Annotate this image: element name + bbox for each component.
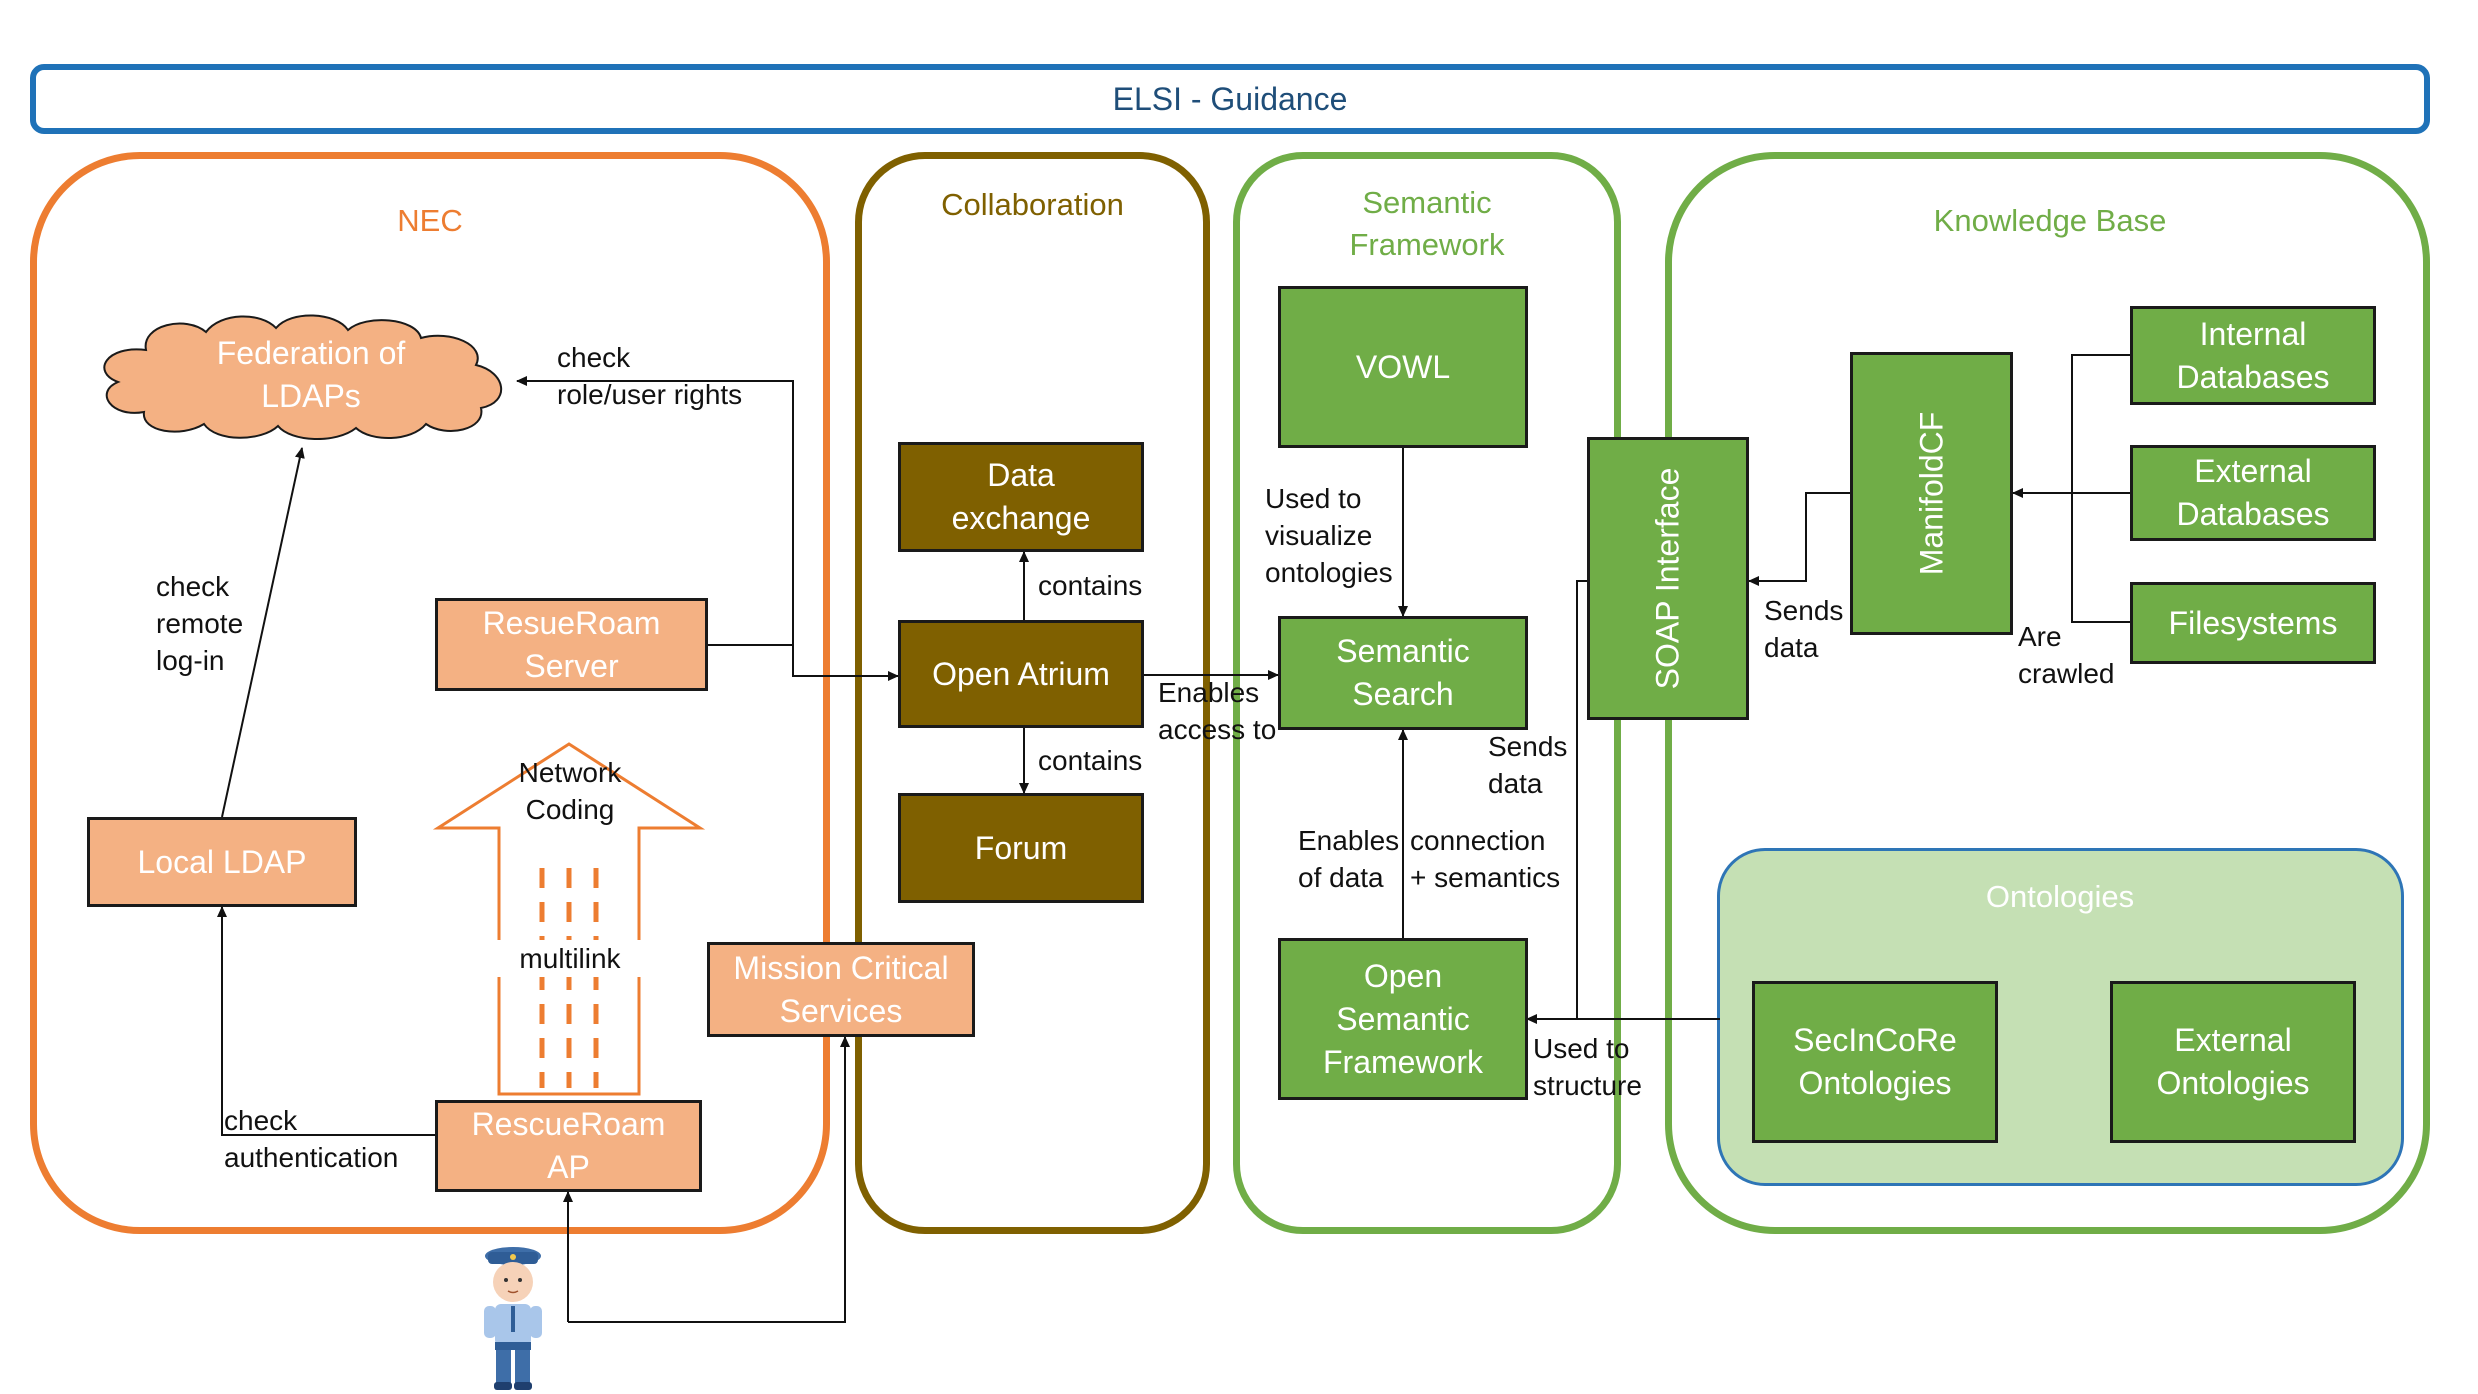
sends-data-label-2: Sends data bbox=[1764, 595, 1844, 663]
forum-node[interactable]: Forum bbox=[898, 793, 1144, 903]
mission-critical-services-node[interactable]: Mission Critical Services bbox=[707, 942, 975, 1037]
check-role-label: check role/user rights bbox=[557, 342, 743, 410]
are-crawled-label: Are crawled bbox=[2018, 621, 2115, 689]
soap-to-osf-connector bbox=[1526, 580, 1587, 1024]
semantic-search-label: Semantic Search bbox=[1336, 633, 1470, 712]
vowl-label: VOWL bbox=[1355, 348, 1451, 385]
server-to-atrium-connector bbox=[708, 644, 899, 681]
internal-databases-label: Internal Databases bbox=[2176, 315, 2330, 395]
secincore-ontologies-node[interactable]: SecInCoRe Ontologies bbox=[1752, 981, 1998, 1143]
internal-databases-node[interactable]: Internal Databases bbox=[2130, 306, 2376, 405]
manifoldcf-node[interactable]: ManifoldCF bbox=[1850, 352, 2013, 635]
federation-cloud-shape bbox=[103, 314, 502, 440]
elsi-guidance-banner: ELSI - Guidance bbox=[30, 64, 2430, 134]
banner-label: ELSI - Guidance bbox=[1112, 80, 1348, 117]
secincore-ontologies-label: SecInCoRe Ontologies bbox=[1793, 1022, 1957, 1101]
mission-critical-label: Mission Critical Services bbox=[733, 949, 949, 1029]
check-auth-connector bbox=[217, 906, 435, 1136]
external-ontologies-node[interactable]: External Ontologies bbox=[2110, 981, 2356, 1143]
check-remote-connector bbox=[221, 447, 305, 818]
vowl-node[interactable]: VOWL bbox=[1278, 286, 1528, 448]
semantic-search-node[interactable]: Semantic Search bbox=[1278, 616, 1528, 730]
data-exchange-label: Data exchange bbox=[951, 457, 1091, 536]
resueroam-server-label: ResueRoam Server bbox=[482, 604, 661, 684]
network-coding-arrow bbox=[432, 742, 706, 1096]
filesystems-node[interactable]: Filesystems bbox=[2130, 582, 2376, 664]
ontologies-title: Ontologies bbox=[1985, 879, 2135, 914]
data-exchange-node[interactable]: Data exchange bbox=[898, 442, 1144, 552]
collaboration-group bbox=[855, 152, 1210, 1234]
external-ontologies-label: External Ontologies bbox=[2156, 1022, 2310, 1101]
local-ldap-label: Local LDAP bbox=[137, 843, 307, 880]
knowledge-base-title: Knowledge Base bbox=[1933, 203, 2167, 238]
check-auth-label: check authentication bbox=[224, 1105, 399, 1173]
semantic-framework-title: Semantic Framework bbox=[1349, 185, 1505, 262]
local-ldap-node[interactable]: Local LDAP bbox=[87, 817, 357, 907]
open-atrium-node[interactable]: Open Atrium bbox=[898, 620, 1144, 728]
used-to-visualize-label: Used to visualize ontologies bbox=[1265, 483, 1393, 588]
check-role-connector bbox=[516, 376, 794, 645]
network-coding-label: Network Coding bbox=[518, 757, 622, 825]
used-to-structure-label: Used to structure bbox=[1533, 1033, 1642, 1101]
enables-access-label: Enables access to bbox=[1158, 677, 1277, 745]
federation-of-ldaps: Federation of LDAPs bbox=[216, 335, 406, 414]
enables-of-data-label: Enables of data bbox=[1298, 825, 1400, 893]
nec-group bbox=[30, 152, 830, 1234]
police-officer-icon bbox=[484, 1247, 542, 1390]
open-semantic-framework-node[interactable]: Open Semantic Framework bbox=[1278, 938, 1528, 1100]
manifoldcf-label: ManifoldCF bbox=[1913, 411, 1950, 576]
check-remote-label: check remote log-in bbox=[156, 571, 244, 676]
resueroam-server-node[interactable]: ResueRoam Server bbox=[435, 598, 708, 691]
user-to-mission-connector bbox=[568, 1036, 850, 1323]
contains-label-1: contains bbox=[1038, 570, 1143, 601]
open-atrium-label: Open Atrium bbox=[932, 655, 1110, 692]
multilink-label: multilink bbox=[495, 940, 645, 977]
rescueroam-ap-label: RescueRoam AP bbox=[471, 1106, 666, 1185]
open-semantic-framework-label: Open Semantic Framework bbox=[1322, 957, 1483, 1080]
external-databases-node[interactable]: External Databases bbox=[2130, 445, 2376, 541]
contains-label-2: contains bbox=[1038, 745, 1143, 776]
connection-semantics-label: connection + semantics bbox=[1410, 825, 1561, 893]
soap-interface-label: SOAP Interface bbox=[1649, 467, 1686, 690]
forum-label: Forum bbox=[974, 829, 1068, 866]
external-databases-label: External Databases bbox=[2176, 453, 2330, 532]
sends-data-label-1: Sends data bbox=[1488, 731, 1568, 799]
nec-title: NEC bbox=[397, 203, 463, 238]
collaboration-title: Collaboration bbox=[941, 187, 1124, 222]
rescueroam-ap-node[interactable]: RescueRoam AP bbox=[435, 1100, 702, 1192]
soap-interface-node[interactable]: SOAP Interface bbox=[1587, 437, 1749, 720]
filesystems-label: Filesystems bbox=[2168, 604, 2338, 641]
sources-bracket bbox=[2071, 354, 2130, 623]
manifold-to-soap-connector bbox=[1748, 492, 1850, 586]
